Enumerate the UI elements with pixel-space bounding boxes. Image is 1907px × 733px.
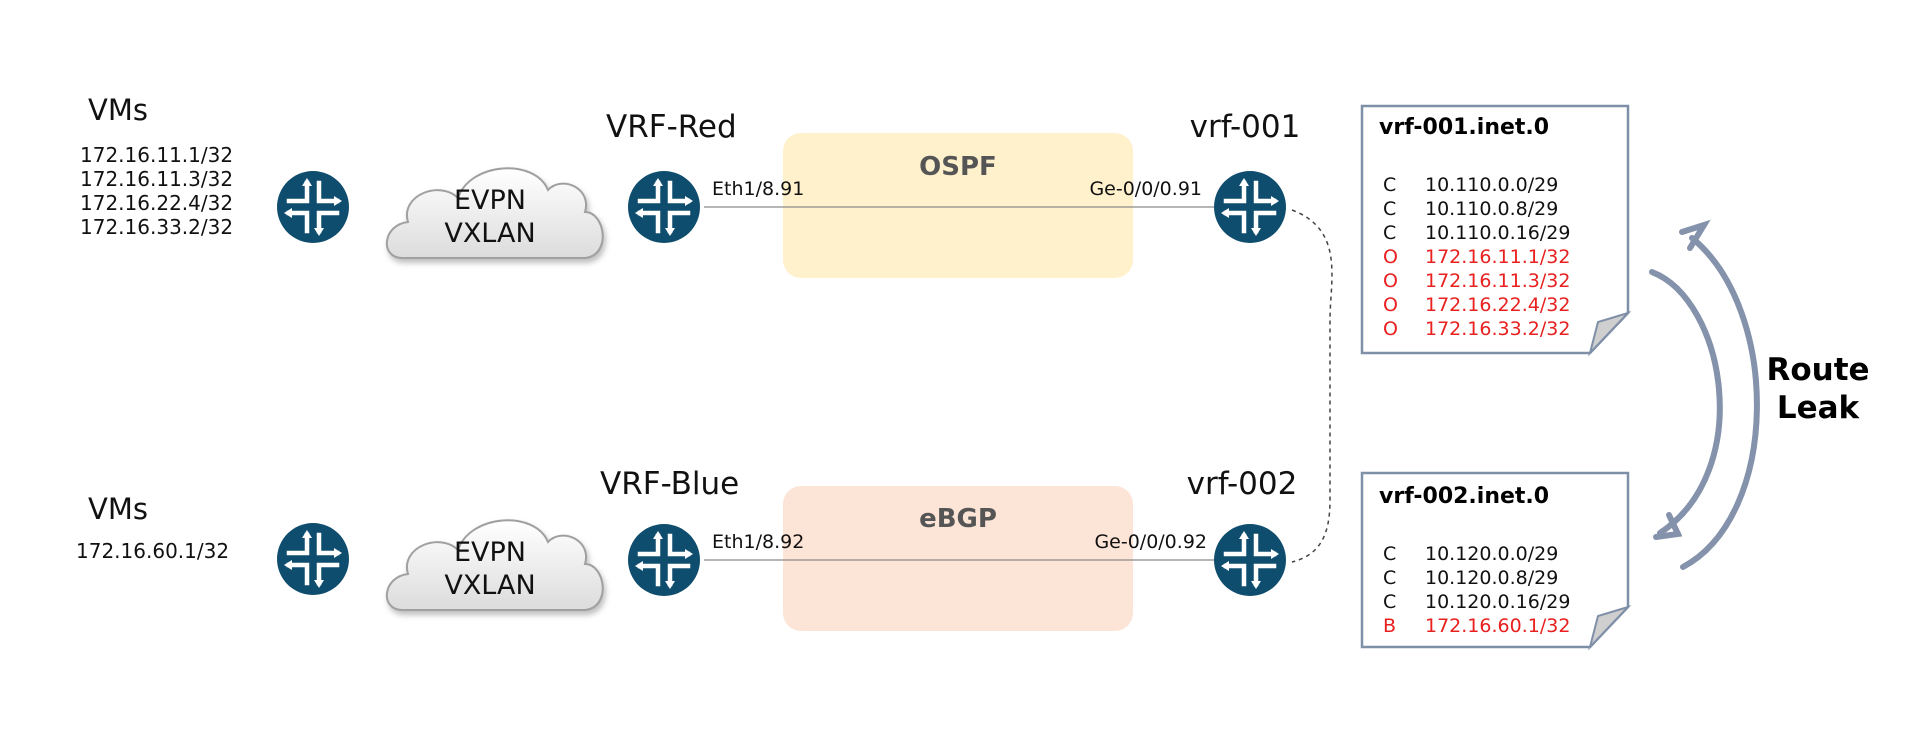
bottom-left-interface: Eth1/8.92 (712, 531, 804, 553)
route-prefix: 10.120.0.0/29 (1425, 543, 1558, 565)
top-right-interface: Ge-0/0/0.91 (1089, 178, 1202, 200)
leak-arrow-up-head (1679, 219, 1711, 251)
top-vms-label: VMs (88, 93, 148, 127)
top-vrf-router-icon (1214, 171, 1286, 243)
route-leak-label-line1: Route (1766, 352, 1869, 388)
route-code: O (1383, 318, 1398, 340)
top-cloud-line1: EVPN (454, 185, 526, 216)
vrf-interconnect-dashed-link (1291, 209, 1333, 563)
route-code: C (1383, 174, 1396, 196)
route-prefix: 172.16.11.1/32 (1425, 246, 1570, 268)
top-left-interface: Eth1/8.91 (712, 178, 804, 200)
top-protocol-label: OSPF (919, 152, 997, 182)
route-code: O (1383, 246, 1398, 268)
route-prefix: 10.110.0.8/29 (1425, 198, 1558, 220)
route-prefix: 10.110.0.16/29 (1425, 222, 1570, 244)
top-vm-ip: 172.16.11.1/32 (80, 143, 233, 167)
top-host-router-icon (277, 171, 349, 243)
route-code: O (1383, 294, 1398, 316)
top-vm-ip: 172.16.33.2/32 (80, 215, 233, 239)
route-table-title: vrf-002.inet.0 (1379, 484, 1549, 509)
route-table-title: vrf-001.inet.0 (1379, 115, 1549, 140)
route-prefix: 172.16.60.1/32 (1425, 615, 1570, 637)
leak-arrow-down (1649, 269, 1723, 536)
route-prefix: 10.120.0.16/29 (1425, 591, 1570, 613)
bottom-vms-label: VMs (88, 492, 148, 526)
top-vrf-label: VRF-Red (606, 109, 737, 145)
bottom-row: VMs 172.16.60.1/32 EVPN VXLAN VRF-Blue e… (76, 466, 1297, 631)
bottom-vm-ip: 172.16.60.1/32 (76, 539, 229, 563)
top-vm-ip: 172.16.11.3/32 (80, 167, 233, 191)
route-leak-label-line2: Leak (1777, 390, 1861, 426)
route-prefix: 172.16.11.3/32 (1425, 270, 1570, 292)
top-vm-ip: 172.16.22.4/32 (80, 191, 233, 215)
bottom-right-interface: Ge-0/0/0.92 (1094, 531, 1207, 553)
ospf-zone (783, 133, 1133, 278)
page-fold-icon (1588, 604, 1632, 651)
route-code: B (1383, 615, 1396, 637)
ebgp-zone (783, 486, 1133, 631)
bottom-vrf-router-icon (1214, 524, 1286, 596)
bottom-vrf-label: VRF-Blue (600, 466, 739, 502)
route-code: C (1383, 222, 1396, 244)
route-code: C (1383, 567, 1396, 589)
top-leaf-router-icon (628, 171, 700, 243)
bottom-leaf-router-icon (628, 524, 700, 596)
top-cloud-line2: VXLAN (444, 218, 535, 249)
leak-arrow-down-head (1653, 512, 1683, 540)
bottom-cloud-line2: VXLAN (444, 570, 535, 601)
route-code: O (1383, 270, 1398, 292)
bottom-protocol-label: eBGP (919, 504, 997, 534)
route-prefix: 172.16.22.4/32 (1425, 294, 1570, 316)
bottom-host-router-icon (277, 523, 349, 595)
route-prefix: 10.110.0.0/29 (1425, 174, 1558, 196)
top-row: VMs 172.16.11.1/32 172.16.11.3/32 172.16… (80, 93, 1300, 278)
bottom-remote-vrf: vrf-002 (1187, 466, 1298, 502)
leak-arrow-up (1680, 235, 1760, 570)
route-code: C (1383, 591, 1396, 613)
route-prefix: 10.120.0.8/29 (1425, 567, 1558, 589)
route-leak-arrows (1649, 219, 1760, 570)
page-fold-icon (1588, 310, 1632, 357)
route-code: C (1383, 198, 1396, 220)
bottom-cloud-line1: EVPN (454, 537, 526, 568)
route-prefix: 172.16.33.2/32 (1425, 318, 1570, 340)
top-remote-vrf: vrf-001 (1190, 109, 1301, 145)
route-code: C (1383, 543, 1396, 565)
